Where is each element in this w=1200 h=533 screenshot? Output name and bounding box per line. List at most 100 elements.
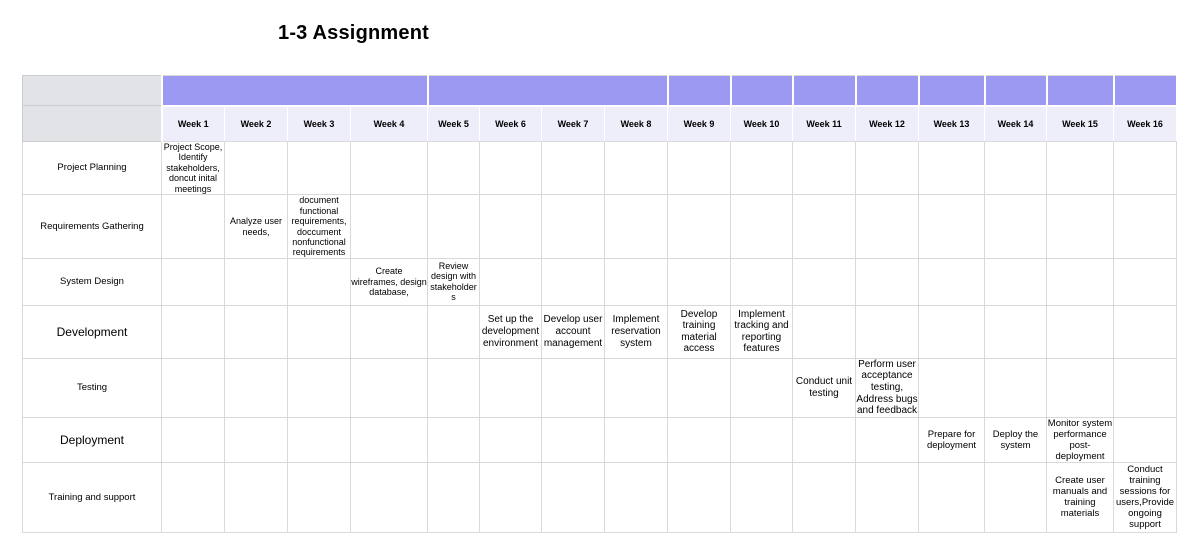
table-row: Requirements Gathering Analyze user needs… xyxy=(22,194,1177,259)
empty-cell-week-4 xyxy=(350,357,428,418)
task-cell-week-15: Create user manuals and training materia… xyxy=(1046,461,1114,533)
empty-cell-week-2 xyxy=(224,357,288,418)
band-segment-week-11 xyxy=(791,75,857,107)
empty-cell-week-10 xyxy=(730,357,793,418)
empty-cell-week-4 xyxy=(350,140,428,196)
empty-cell-week-13 xyxy=(918,304,985,359)
empty-cell-week-3 xyxy=(287,257,351,306)
empty-cell-week-10 xyxy=(730,461,793,533)
empty-cell-week-5 xyxy=(427,304,480,359)
empty-cell-week-6 xyxy=(479,194,542,259)
task-cell-week-12: Perform user acceptance testing, Address… xyxy=(855,357,919,418)
empty-cell-week-16 xyxy=(1113,304,1177,359)
empty-cell-week-7 xyxy=(541,140,605,196)
band-row xyxy=(22,75,1178,107)
empty-cell-week-13 xyxy=(918,357,985,418)
empty-cell-week-9 xyxy=(667,194,731,259)
empty-cell-week-8 xyxy=(604,416,668,463)
empty-cell-week-14 xyxy=(984,257,1047,306)
band-segment-week-13 xyxy=(917,75,986,107)
task-cell-week-15: Monitor system performance post-deployme… xyxy=(1046,416,1114,463)
empty-cell-week-2 xyxy=(224,416,288,463)
empty-cell-week-12 xyxy=(855,416,919,463)
table-row: Training and support Create user manuals … xyxy=(22,461,1177,533)
band-segment-weeks-1-4 xyxy=(160,75,429,107)
empty-cell-week-1 xyxy=(161,357,225,418)
empty-cell-week-7 xyxy=(541,461,605,533)
empty-cell-week-9 xyxy=(667,416,731,463)
empty-cell-week-8 xyxy=(604,257,668,306)
empty-cell-week-5 xyxy=(427,194,480,259)
week-header-4: Week 4 xyxy=(350,105,428,142)
row-label: Requirements Gathering xyxy=(22,194,162,259)
empty-cell-week-15 xyxy=(1046,257,1114,306)
empty-cell-week-14 xyxy=(984,304,1047,359)
empty-cell-week-5 xyxy=(427,461,480,533)
task-cell-week-2: Analyze user needs, xyxy=(224,194,288,259)
empty-cell-week-11 xyxy=(792,416,856,463)
corner-cell-2 xyxy=(22,105,163,142)
empty-cell-week-9 xyxy=(667,357,731,418)
empty-cell-week-15 xyxy=(1046,194,1114,259)
empty-cell-week-11 xyxy=(792,304,856,359)
empty-cell-week-1 xyxy=(161,416,225,463)
band-segment-week-16 xyxy=(1112,75,1178,107)
task-cell-week-1: Project Scope, Identify stakeholders, do… xyxy=(161,140,225,196)
empty-cell-week-13 xyxy=(918,257,985,306)
page-title: 1-3 Assignment xyxy=(278,22,429,44)
task-cell-week-5: Review design with stakeholders xyxy=(427,257,480,306)
empty-cell-week-3 xyxy=(287,357,351,418)
empty-cell-week-2 xyxy=(224,461,288,533)
row-label: Training and support xyxy=(22,461,162,533)
empty-cell-week-8 xyxy=(604,140,668,196)
task-cell-week-9: Develop training material access xyxy=(667,304,731,359)
week-header-15: Week 15 xyxy=(1046,105,1114,142)
empty-cell-week-4 xyxy=(350,461,428,533)
empty-cell-week-10 xyxy=(730,257,793,306)
empty-cell-week-1 xyxy=(161,304,225,359)
task-cell-week-7: Develop user account management xyxy=(541,304,605,359)
task-cell-week-3: document functional requirements, doccum… xyxy=(287,194,351,259)
empty-cell-week-11 xyxy=(792,461,856,533)
empty-cell-week-6 xyxy=(479,416,542,463)
empty-cell-week-11 xyxy=(792,194,856,259)
task-cell-week-8: Implement reservation system xyxy=(604,304,668,359)
empty-cell-week-7 xyxy=(541,194,605,259)
empty-cell-week-9 xyxy=(667,257,731,306)
empty-cell-week-5 xyxy=(427,357,480,418)
week-header-13: Week 13 xyxy=(918,105,985,142)
task-cell-week-16: Conduct training sessions for users,Prov… xyxy=(1113,461,1177,533)
empty-cell-week-12 xyxy=(855,461,919,533)
empty-cell-week-7 xyxy=(541,257,605,306)
empty-cell-week-16 xyxy=(1113,194,1177,259)
empty-cell-week-6 xyxy=(479,140,542,196)
band-segment-week-9 xyxy=(666,75,732,107)
row-label: Project Planning xyxy=(22,140,162,196)
empty-cell-week-2 xyxy=(224,140,288,196)
empty-cell-week-10 xyxy=(730,416,793,463)
empty-cell-week-4 xyxy=(350,304,428,359)
band-segment-weeks-5-8 xyxy=(426,75,669,107)
week-header-5: Week 5 xyxy=(427,105,480,142)
empty-cell-week-13 xyxy=(918,194,985,259)
empty-cell-week-12 xyxy=(855,304,919,359)
row-label: Testing xyxy=(22,357,162,418)
week-header-10: Week 10 xyxy=(730,105,793,142)
empty-cell-week-6 xyxy=(479,257,542,306)
empty-cell-week-5 xyxy=(427,416,480,463)
corner-cell xyxy=(22,75,163,106)
empty-cell-week-7 xyxy=(541,357,605,418)
empty-cell-week-11 xyxy=(792,140,856,196)
empty-cell-week-2 xyxy=(224,304,288,359)
empty-cell-week-6 xyxy=(479,461,542,533)
empty-cell-week-14 xyxy=(984,461,1047,533)
empty-cell-week-16 xyxy=(1113,416,1177,463)
empty-cell-week-13 xyxy=(918,140,985,196)
empty-cell-week-3 xyxy=(287,304,351,359)
task-cell-week-14: Deploy the system xyxy=(984,416,1047,463)
